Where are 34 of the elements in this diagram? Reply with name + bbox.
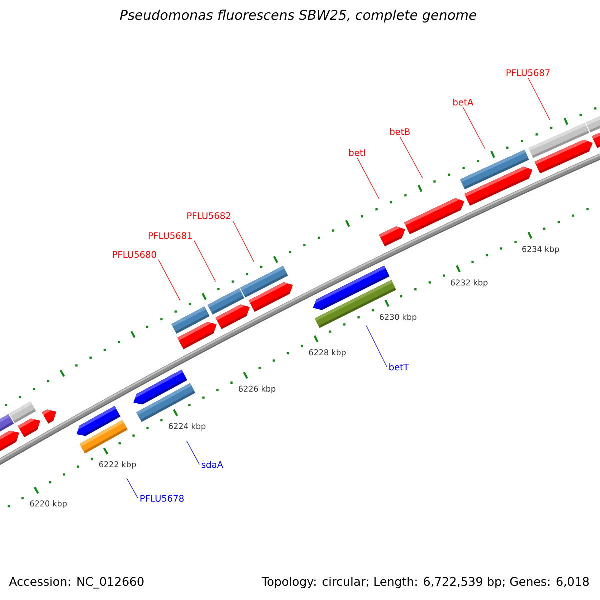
gene-label: betI	[350, 149, 366, 156]
leader-line	[126, 478, 138, 499]
gene-label: PFLU5678	[140, 495, 184, 502]
leader-line	[186, 440, 200, 466]
gene-label: PFLU5687	[506, 70, 550, 76]
footer-text: Topology: circular; Length: 6,722,539 bp; Genes: 6,018	[262, 577, 589, 588]
leader-line	[232, 220, 254, 262]
leader-line	[528, 78, 550, 120]
footer-text: Accession: NC_012660	[9, 577, 144, 589]
gene-label: PFLU5681	[149, 232, 192, 240]
gene-bar	[172, 306, 210, 334]
tick-label: 6222 kbp	[99, 461, 136, 470]
leader-line	[357, 158, 380, 200]
gene-label: PFLU5680	[113, 251, 156, 258]
tick-label: 6220 kbp	[30, 500, 67, 508]
gene-label: PFLU5682	[188, 212, 230, 220]
tick-label: 6234 kbp	[522, 246, 560, 254]
leader-line	[400, 136, 424, 179]
gene-bar	[460, 150, 530, 190]
gene-bar	[240, 266, 288, 298]
tick-label: 6226 kbp	[238, 386, 276, 394]
tick-label: 6224 kbp	[169, 423, 206, 431]
gene-bar	[528, 123, 590, 158]
map-title: Pseudomonas fluorescens SBW25, complete genome	[120, 10, 477, 23]
gene-bar	[208, 288, 245, 315]
tick-label: 6228 kbp	[309, 349, 346, 358]
leader-line	[462, 107, 486, 150]
gene-label: betA	[454, 98, 474, 106]
tick-label: 6230 kbp	[380, 314, 417, 322]
gene-label: sdaA	[202, 461, 224, 468]
tick-label: 6232 kbp	[451, 280, 488, 288]
gene-label: betB	[390, 128, 410, 136]
leader-line	[194, 240, 216, 282]
gene-label: betT	[390, 364, 410, 371]
